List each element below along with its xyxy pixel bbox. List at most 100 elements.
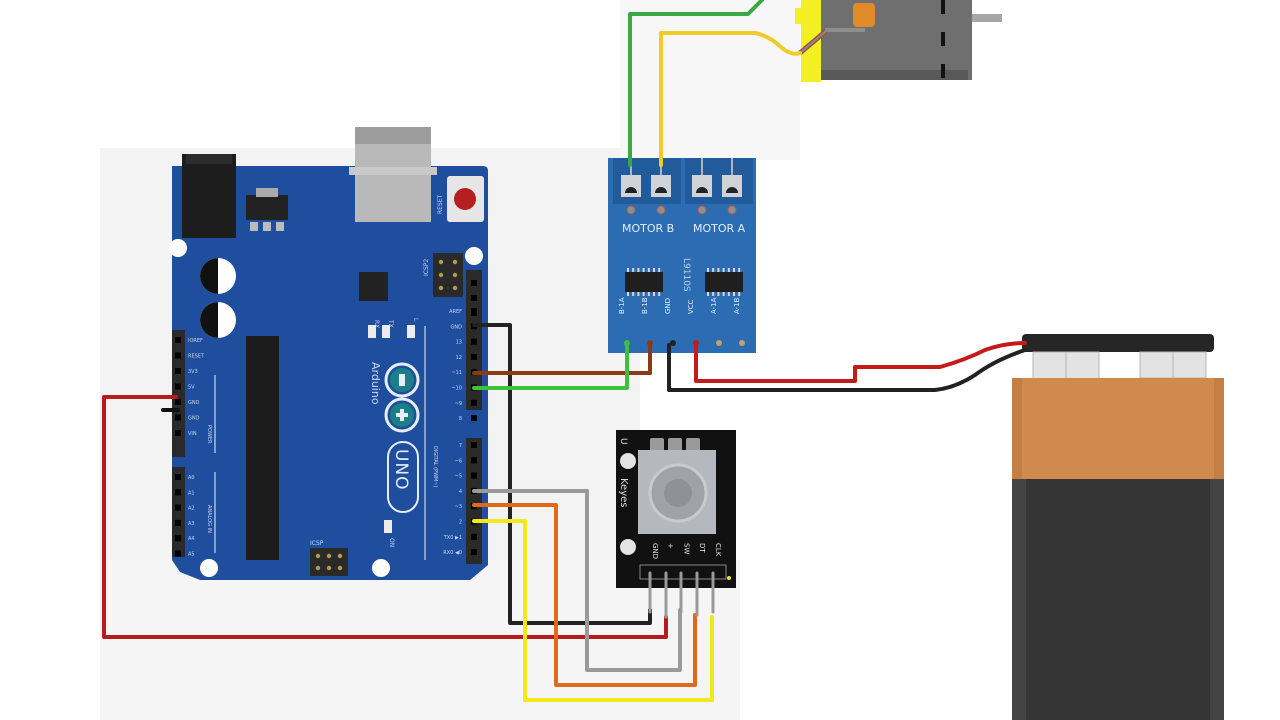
encoder-mark: U: [618, 438, 628, 445]
driver-pin[interactable]: [739, 340, 745, 346]
header-pin[interactable]: [471, 415, 477, 422]
digital-pin-label: 8: [459, 416, 462, 422]
digital-pin-label: 12: [456, 355, 462, 361]
regulator-leg: [263, 222, 271, 231]
motor-body-shadow: [818, 70, 968, 80]
mounting-hole: [372, 559, 390, 577]
driver-pin[interactable]: [670, 340, 676, 346]
chip-leg: [717, 292, 720, 296]
encoder-pin-label: GND: [651, 543, 659, 559]
header-pin[interactable]: [471, 399, 477, 406]
header-pin[interactable]: [175, 383, 181, 390]
usb-connector-top: [355, 127, 431, 144]
header-pin[interactable]: [471, 308, 477, 314]
driver-pin[interactable]: [716, 340, 722, 346]
reset-button-cap[interactable]: [454, 188, 476, 210]
encoder-mount-hole: [620, 453, 636, 469]
arduino-brand-label: Arduino: [369, 362, 382, 405]
dc-motor: [795, 0, 1002, 82]
digital-pin-label: 4: [459, 489, 462, 495]
encoder-pin-top: [686, 438, 700, 452]
header-pin[interactable]: [471, 295, 477, 301]
battery-snap-cap: [1022, 334, 1214, 352]
chip-leg: [738, 292, 741, 296]
header-pin[interactable]: [175, 489, 181, 496]
digital-pin-label: RX0 ◀0: [443, 550, 462, 556]
encoder-shaft: [664, 479, 692, 507]
usb-controller-chip: [359, 272, 388, 301]
digital-pin-label: 2: [459, 520, 462, 526]
screw-icon: [656, 205, 666, 215]
header-pin[interactable]: [175, 414, 181, 421]
mounting-hole: [465, 247, 483, 265]
motor-bushing: [853, 3, 875, 27]
power-pin-label: GND: [188, 416, 200, 422]
header-pin[interactable]: [471, 338, 477, 345]
power-pin-label: VIN: [188, 431, 197, 437]
header-pin[interactable]: [175, 430, 181, 436]
analog-pin-label: A1: [188, 490, 195, 496]
encoder-header-frame: [639, 564, 727, 580]
motor-body: [818, 0, 972, 80]
chip-leg: [658, 292, 661, 296]
battery-body: [1012, 479, 1224, 720]
chip-leg: [658, 268, 661, 272]
terminal-slot: [726, 187, 738, 193]
header-pin[interactable]: [175, 474, 181, 480]
screw-terminal[interactable]: [621, 175, 641, 197]
icsp2-header: [433, 253, 463, 297]
led-rx-label: RX: [373, 320, 380, 328]
terminal-slot: [655, 187, 667, 193]
header-pin[interactable]: [175, 337, 181, 343]
header-pin[interactable]: [471, 280, 477, 286]
chip-leg: [722, 292, 725, 296]
header-pin[interactable]: [471, 472, 477, 479]
header-pin[interactable]: [175, 535, 181, 542]
screw-icon: [626, 205, 636, 215]
wire-pin3-orange: [472, 503, 697, 687]
header-pin[interactable]: [471, 549, 477, 556]
header-pin[interactable]: [175, 352, 181, 359]
header-pin[interactable]: [471, 353, 477, 360]
chip-leg: [653, 292, 655, 296]
encoder-pin-top: [668, 438, 682, 452]
uno-label: UNO: [391, 449, 411, 491]
chip-leg: [653, 268, 655, 272]
capacitor: [200, 302, 236, 338]
chip-leg: [733, 292, 735, 296]
power-header-label: POWER: [206, 425, 212, 444]
header-pin[interactable]: [471, 442, 477, 448]
encoder-mount-hole: [620, 539, 636, 555]
terminal-slot: [625, 187, 637, 193]
digital-header-bottom: [466, 438, 482, 564]
chip-leg: [722, 268, 725, 272]
digital-pin-label: ~3: [455, 504, 462, 510]
driver-pin-label: A-1B: [733, 297, 741, 314]
wire-driver-vcc-red: [694, 341, 1027, 383]
screw-terminal[interactable]: [692, 175, 712, 197]
encoder-header-pins: [648, 571, 715, 619]
wire-5v-red: [102, 395, 668, 639]
header-pin[interactable]: [175, 504, 181, 511]
header-pin[interactable]: [471, 457, 477, 464]
chip-leg: [717, 268, 720, 272]
chip-leg: [637, 268, 640, 272]
header-pin[interactable]: [175, 550, 181, 557]
encoder-pin-label: CLK: [714, 543, 722, 557]
header-pin[interactable]: [471, 533, 477, 540]
analog-pin-label: A5: [188, 552, 195, 558]
header-pin[interactable]: [175, 368, 181, 374]
header-pin[interactable]: [175, 519, 181, 526]
encoder-pin-label: SW: [682, 543, 690, 554]
analog-header-label: ANALOG IN: [206, 505, 212, 533]
icsp-label: ICSP: [310, 540, 324, 547]
header-pin[interactable]: [175, 399, 181, 405]
encoder-pin-top: [650, 438, 664, 452]
atmega-chip: [246, 336, 279, 560]
wire-pin11-brown: [472, 343, 652, 375]
screw-terminal[interactable]: [651, 175, 671, 197]
power-pin-label: 5V: [188, 385, 195, 391]
screw-icon: [697, 205, 707, 215]
screw-icon: [727, 205, 737, 215]
screw-terminal[interactable]: [722, 175, 742, 197]
